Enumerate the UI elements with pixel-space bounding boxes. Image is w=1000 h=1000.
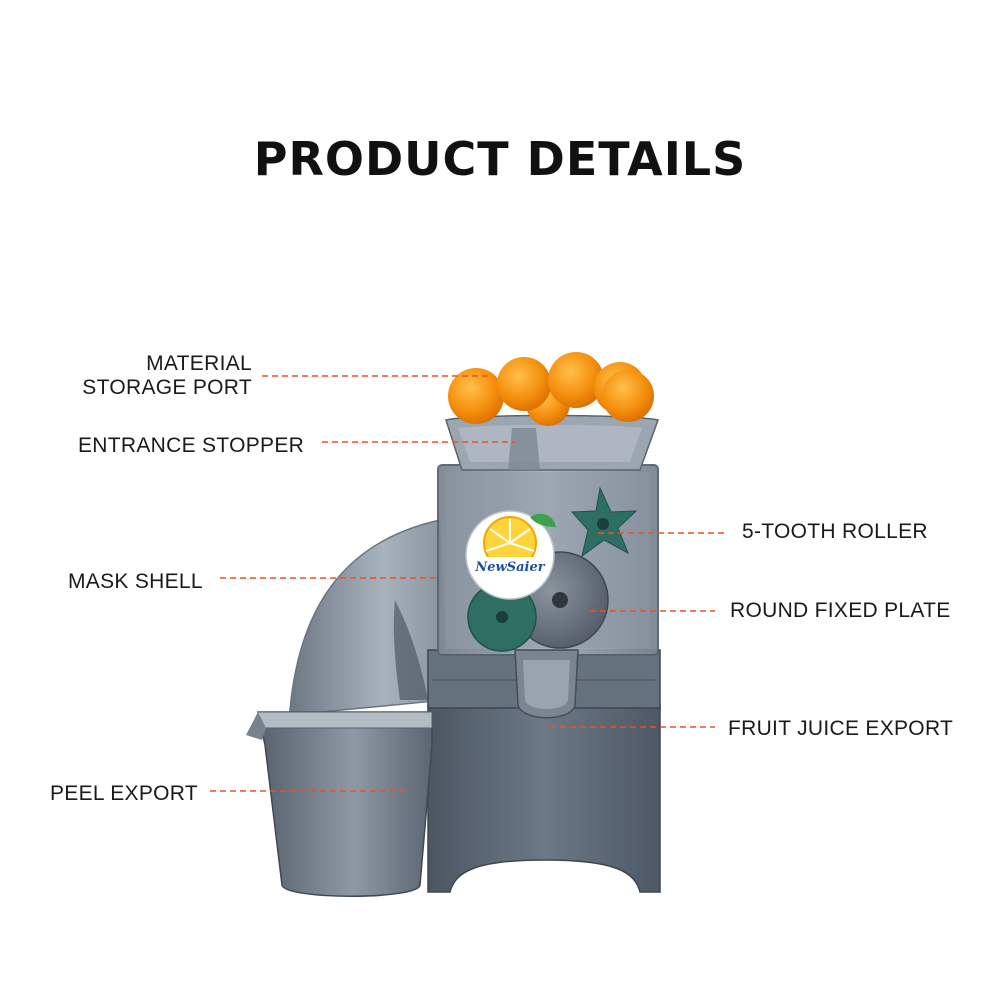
peel-bin xyxy=(257,711,433,897)
label-mask-shell: MASK SHELL xyxy=(68,570,203,593)
machine-base xyxy=(427,704,661,893)
brand-logo: NewSaier xyxy=(465,510,556,600)
label-peel-export: PEEL EXPORT xyxy=(50,782,199,805)
label-entrance-stopper: ENTRANCE STOPPER xyxy=(78,434,305,457)
label-storage-port-line: STORAGE PORT xyxy=(82,376,252,399)
label-material-line: MATERIAL xyxy=(146,352,252,375)
oranges xyxy=(448,352,654,426)
label-fruit-juice-export: FRUIT JUICE EXPORT xyxy=(728,717,954,740)
label-material-storage-port: MATERIAL STORAGE PORT xyxy=(60,352,252,400)
label-round-fixed-plate: ROUND FIXED PLATE xyxy=(730,599,951,622)
label-five-tooth-roller: 5-TOOTH ROLLER xyxy=(742,520,928,543)
brand-name: NewSaier xyxy=(474,560,545,575)
page-title: PRODUCT DETAILS xyxy=(253,132,747,186)
